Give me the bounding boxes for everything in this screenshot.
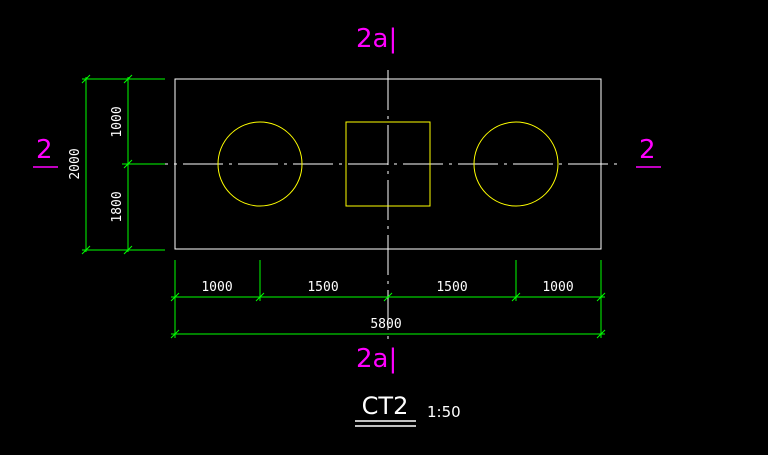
section-mark-left: 2 (36, 135, 53, 165)
dim-vertical-bottom: 1800 (110, 191, 125, 222)
drawing-scale: 1:50 (427, 403, 461, 421)
dim-vertical-total: 2000 (68, 148, 83, 179)
dim-horizontal-total: 5800 (370, 317, 401, 332)
drawing-title: CT2 (362, 392, 409, 420)
pile-cap-outline (174, 78, 602, 250)
dim-vertical-top: 1000 (110, 106, 125, 137)
horizontal-dimension-chain (170, 260, 606, 339)
pile-circle-left (217, 121, 303, 207)
dim-horizontal-3: 1500 (436, 280, 467, 295)
section-mark-right: 2 (639, 135, 656, 165)
column-square (345, 121, 431, 207)
dim-horizontal-1: 1000 (201, 280, 232, 295)
vertical-dimension-chain (81, 74, 165, 255)
dim-horizontal-4: 1000 (542, 280, 573, 295)
section-mark-top: 2a| (356, 24, 397, 54)
pile-circle-right (473, 121, 559, 207)
dim-horizontal-2: 1500 (307, 280, 338, 295)
section-mark-bottom: 2a| (356, 344, 397, 374)
